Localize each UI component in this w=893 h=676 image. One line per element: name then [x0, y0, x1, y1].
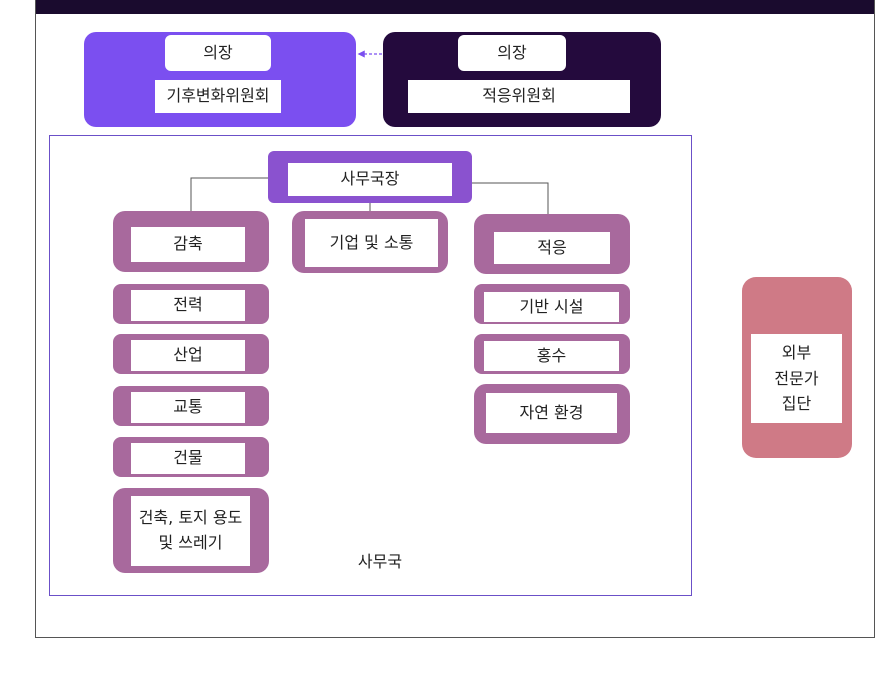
climate-chair-label: 의장 — [203, 42, 233, 62]
mitigation-item-buildings: 건물 — [173, 448, 203, 468]
adaptation-committee-chair: 의장 — [458, 35, 566, 71]
climate-committee-chair: 의장 — [165, 35, 271, 71]
adaptation-item-nature: 자연 환경 — [519, 402, 584, 422]
adaptation-committee-name: 적응위원회 — [408, 80, 630, 113]
top-bar — [35, 0, 875, 14]
adaptation-chair-label: 의장 — [497, 42, 527, 62]
mitigation-item-transport: 교통 — [173, 397, 203, 417]
adaptation-committee-label: 적응위원회 — [482, 86, 556, 106]
mitigation-item-label-box: 건축, 토지 용도 및 쓰레기 — [131, 496, 250, 566]
climate-committee-name: 기후변화위원회 — [155, 80, 281, 113]
adaptation-label: 적응 — [537, 237, 567, 257]
mitigation-item-label-box: 건물 — [131, 443, 245, 474]
business-label: 기업 및 소통 — [329, 232, 414, 252]
mitigation-label-box: 감축 — [131, 227, 245, 262]
mitigation-item-power: 전력 — [173, 295, 203, 315]
head-label: 사무국장 — [340, 169, 400, 189]
secretariat-label: 사무국 — [357, 552, 403, 571]
climate-committee-label: 기후변화위원회 — [166, 86, 270, 106]
mitigation-item-land-use: 건축, 토지 용도 및 쓰레기 — [138, 508, 243, 552]
adaptation-item-flood: 홍수 — [536, 345, 567, 365]
experts-label-box: 외부 전문가 집단 — [751, 334, 842, 423]
adaptation-item-infrastructure: 기반 시설 — [519, 296, 584, 316]
adaptation-item-label-box: 기반 시설 — [484, 292, 619, 322]
adaptation-item-label-box: 홍수 — [484, 341, 619, 371]
mitigation-item-industry: 산업 — [173, 345, 203, 365]
secretariat-frame — [49, 135, 692, 596]
business-label-box: 기업 및 소통 — [305, 219, 438, 267]
page-frame — [35, 0, 875, 638]
mitigation-item-label-box: 전력 — [131, 290, 245, 321]
mitigation-item-label-box: 교통 — [131, 392, 245, 423]
experts-label: 외부 전문가 집단 — [774, 343, 819, 414]
head-label-box: 사무국장 — [288, 163, 452, 196]
mitigation-label: 감축 — [173, 234, 203, 254]
adaptation-label-box: 적응 — [494, 232, 610, 264]
mitigation-item-label-box: 산업 — [131, 340, 245, 371]
adaptation-item-label-box: 자연 환경 — [486, 393, 617, 433]
